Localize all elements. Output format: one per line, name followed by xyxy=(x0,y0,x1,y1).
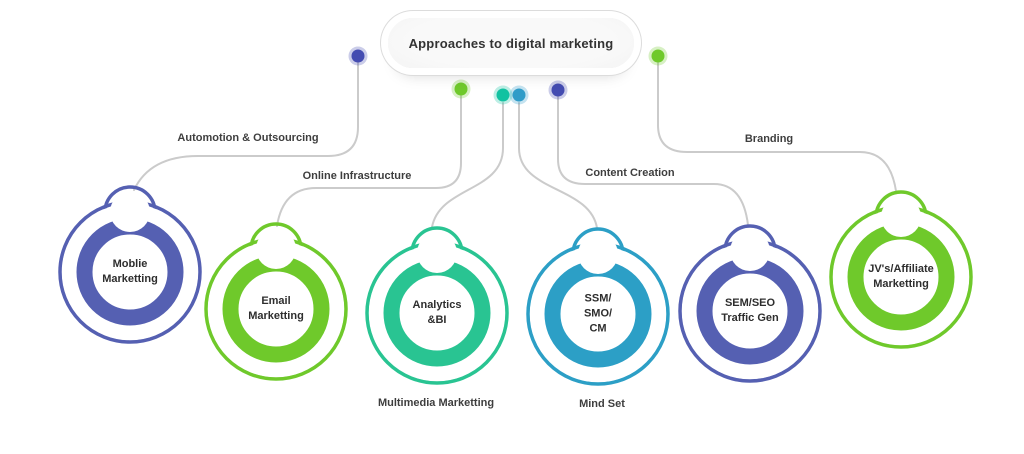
connector-mind-set xyxy=(518,102,598,229)
multimedia-dot xyxy=(493,85,513,105)
branch-label-online-infrastructure: Online Infrastructure xyxy=(302,170,412,182)
branch-label-mind-set: Mind Set xyxy=(579,398,625,410)
branch-label-branding: Branding xyxy=(744,133,794,145)
branding-dot xyxy=(648,46,668,66)
connector-branding xyxy=(657,62,897,192)
node-label-email-marketing: Email Marketting xyxy=(248,295,304,322)
branch-label-content-creation: Content Creation xyxy=(585,167,675,179)
branch-label-multimedia-marketing: Multimedia Marketting xyxy=(377,397,495,409)
connector-automotion-outsourcing xyxy=(133,62,359,191)
connector-online-infrastructure xyxy=(276,95,462,227)
node-label-mobile-marketing: Moblie Marketting xyxy=(102,258,158,285)
online-infrastructure-dot xyxy=(451,79,471,99)
node-jv-affiliate-marketing xyxy=(829,190,973,349)
mind-set-dot xyxy=(509,85,529,105)
node-ssm-smo-cm xyxy=(526,227,670,386)
node-mobile-marketing xyxy=(58,185,202,344)
node-label-analytics-bi: Analytics &BI xyxy=(412,299,462,326)
content-creation-dot xyxy=(548,80,568,100)
node-label-jv-affiliate-marketing: JV's/Affiliate Marketting xyxy=(868,263,934,290)
node-email-marketing xyxy=(204,222,348,381)
node-label-ssm-smo-cm: SSM/ SMO/ CM xyxy=(583,292,613,335)
automotion-dot xyxy=(348,46,368,66)
branch-label-automotion-outsourcing: Automotion & Outsourcing xyxy=(177,132,319,144)
node-label-sem-seo-traffic-gen: SEM/SEO Traffic Gen xyxy=(721,297,779,324)
connector-multimedia-marketing xyxy=(431,102,504,228)
node-sem-seo-traffic-gen xyxy=(678,224,822,383)
root-node-pill: Approaches to digital marketing xyxy=(388,18,634,68)
diagram-title: Approaches to digital marketing xyxy=(408,35,614,51)
node-analytics-bi xyxy=(365,226,509,385)
connector-content-creation xyxy=(557,96,749,226)
